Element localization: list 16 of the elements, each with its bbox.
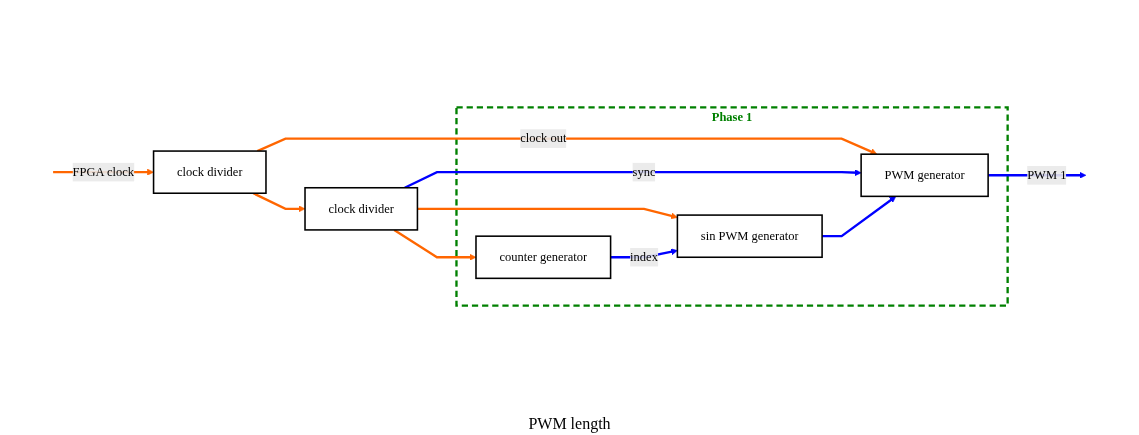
arrow: [404, 169, 862, 189]
node-box: clock divider: [304, 187, 419, 231]
node-box: sin PWM generator: [676, 214, 823, 259]
node-box: PWM generator: [860, 153, 989, 198]
edge-label: clock out: [520, 131, 567, 145]
node-box: counter generator: [475, 235, 612, 280]
arrow: [256, 137, 878, 155]
edge-label: FPGA clock: [72, 165, 135, 179]
node-box: clock divider: [152, 150, 267, 194]
edge-label: index: [630, 250, 658, 264]
arrow: [822, 196, 897, 238]
edge-label: PWM 1: [1027, 168, 1067, 182]
note-text: PWM length: [528, 415, 611, 432]
arrow: [252, 192, 306, 213]
edge-label: sync: [632, 165, 656, 179]
arrow: [417, 207, 678, 220]
